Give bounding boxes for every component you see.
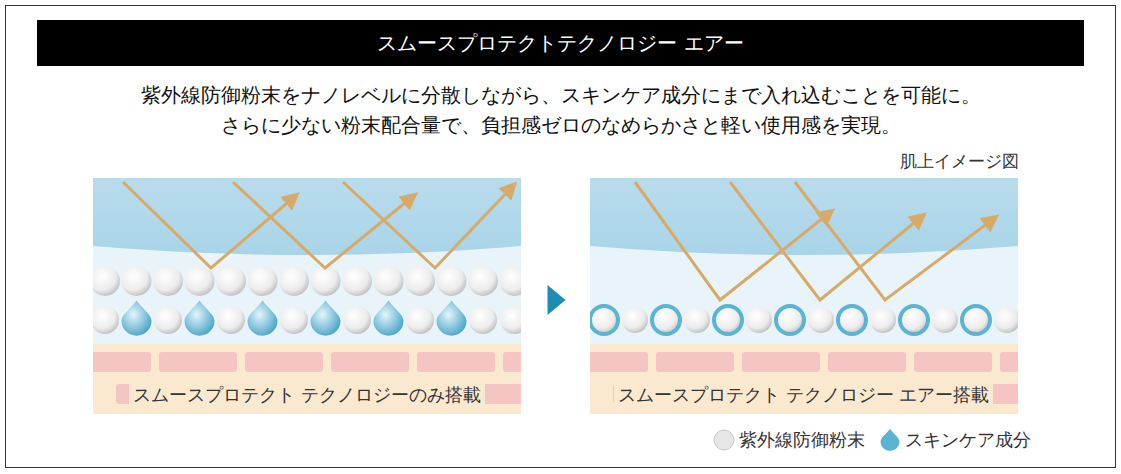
uv-powder: [217, 306, 245, 334]
skincare-drop: [122, 301, 152, 336]
uv-powder: [870, 307, 896, 333]
uv-powder: [746, 307, 772, 333]
uv-ray: [635, 182, 828, 300]
uv-zone: [590, 178, 1018, 255]
uv-powder: [994, 307, 1018, 333]
uv-ray: [795, 182, 992, 300]
skincare-drop: [374, 301, 404, 336]
skin-cell: [1000, 352, 1018, 372]
coated-powder: [652, 306, 680, 334]
uv-powder: [501, 306, 522, 334]
uv-powder: [93, 266, 120, 296]
note-text: 肌上イメージ図: [900, 151, 1019, 171]
uv-powder: [343, 306, 371, 334]
uv-powder: [248, 266, 278, 296]
swatch-shape: [714, 430, 734, 450]
skin-cell: [159, 352, 237, 372]
coated-powder: [900, 306, 928, 334]
uv-powder: [185, 266, 215, 296]
uv-ray: [730, 182, 920, 300]
subtitle-text: さらに少ない粉末配合量で、負担感ゼロのなめらかさと軽い使用感を実現。: [221, 113, 901, 137]
uv-powder: [437, 266, 467, 296]
film-zone: [590, 178, 1018, 346]
legend-item: 紫外線防御粉末: [713, 428, 865, 452]
uv-powder: [808, 307, 834, 333]
coated-powder: [776, 306, 804, 334]
note-label: 肌上イメージ図: [900, 150, 1019, 173]
uv-powder: [684, 307, 710, 333]
uv-powder: [153, 266, 183, 296]
uv-ray: [343, 182, 511, 268]
uv-powder: [374, 266, 404, 296]
legend: 紫外線防御粉末 スキンケア成分: [699, 428, 1031, 452]
panel-label: スムースプロテクト テクノロジー エアー搭載: [614, 383, 993, 407]
skin-cell: [245, 352, 323, 372]
uv-powder: [93, 306, 119, 334]
uv-powder: [406, 306, 434, 334]
skincare-drop: [311, 301, 341, 336]
uv-ray: [123, 182, 293, 268]
uv-powder: [500, 266, 522, 296]
uv-ray: [233, 182, 411, 268]
skin-cell: [503, 352, 521, 372]
uv-powder: [622, 307, 648, 333]
skincare-drop: [248, 301, 278, 336]
subtitle-line: さらに少ない粉末配合量で、負担感ゼロのなめらかさと軽い使用感を実現。: [0, 112, 1121, 139]
uv-powder: [122, 266, 152, 296]
swatch-shape: [881, 429, 900, 451]
uv-powder: [405, 266, 435, 296]
film-zone: [93, 178, 521, 346]
skin-cell: [742, 352, 820, 372]
skin-layer: [93, 344, 521, 414]
coated-powder: [590, 306, 618, 334]
skin-cell: [331, 352, 409, 372]
skin-illustration: [93, 178, 521, 414]
skin-cell: [93, 352, 151, 372]
panel-box: スムースプロテクト テクノロジー エアー搭載: [590, 178, 1018, 414]
legend-text: スキンケア成分: [905, 428, 1031, 452]
coated-powder: [714, 306, 742, 334]
frame-border: [6, 6, 1116, 468]
uv-powder: [932, 307, 958, 333]
uv-powder: [216, 266, 246, 296]
uv-powder: [154, 306, 182, 334]
skin-cell: [656, 352, 734, 372]
panel-box: スムースプロテクト テクノロジーのみ搭載: [93, 178, 521, 414]
skin-layer: [590, 344, 1018, 414]
uv-powder: [342, 266, 372, 296]
flow-arrow: [548, 285, 566, 315]
skin-cell: [828, 352, 906, 372]
legend-swatch: [879, 428, 901, 452]
subtitle-line: 紫外線防御粉末をナノレベルに分散しながら、スキンケア成分にまで入れ込むことを可能…: [0, 82, 1121, 109]
uv-powder: [280, 306, 308, 334]
coated-powder: [838, 306, 866, 334]
uv-powder: [311, 266, 341, 296]
skincare-drop: [437, 301, 467, 336]
uv-powder: [279, 266, 309, 296]
legend-swatch: [713, 428, 735, 452]
title-text: スムースプロテクトテクノロジー エアー: [377, 30, 743, 57]
uv-powder: [468, 266, 498, 296]
skin-illustration: [590, 178, 1018, 414]
legend-item: スキンケア成分: [879, 428, 1031, 452]
panel-label: スムースプロテクト テクノロジーのみ搭載: [129, 383, 485, 407]
uv-powder: [469, 306, 497, 334]
title-bar: スムースプロテクトテクノロジー エアー: [37, 20, 1084, 66]
skin-cell: [590, 352, 648, 372]
coated-powder: [962, 306, 990, 334]
subtitle-text: 紫外線防御粉末をナノレベルに分散しながら、スキンケア成分にまで入れ込むことを可能…: [141, 83, 981, 107]
skin-cell: [417, 352, 495, 372]
skincare-drop: [185, 301, 215, 336]
legend-text: 紫外線防御粉末: [739, 428, 865, 452]
skin-cell: [914, 352, 992, 372]
